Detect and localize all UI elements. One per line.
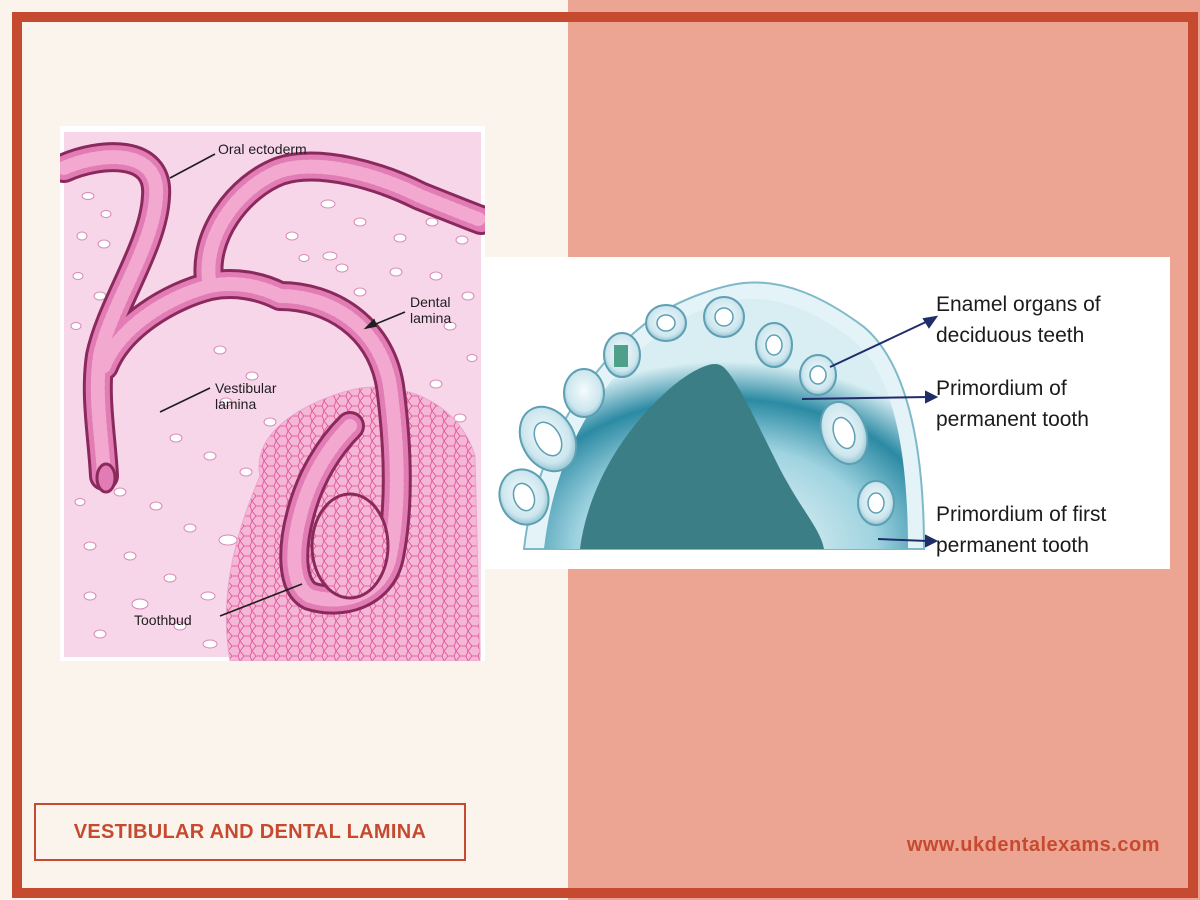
palate bbox=[580, 363, 824, 549]
vestibular-lamina-tip bbox=[95, 462, 117, 494]
tooth-cores bbox=[512, 307, 885, 514]
label-enamel-organs: Enamel organs of deciduous teeth bbox=[936, 293, 1101, 347]
outer-frame bbox=[12, 12, 1198, 898]
tooth-highlight bbox=[614, 345, 628, 367]
tooth-bud bbox=[310, 492, 390, 600]
arch-leader-arrows bbox=[801, 315, 939, 548]
label-vestibular-lamina: Vestibular lamina bbox=[215, 380, 277, 412]
dental-arch-illustration bbox=[498, 281, 939, 550]
dental-arch-figure: Enamel organs of deciduous teeth Primord… bbox=[484, 257, 1170, 569]
website-link[interactable]: www.ukdentalexams.com bbox=[906, 834, 1160, 856]
label-toothbud: Toothbud bbox=[134, 612, 192, 628]
histology-leader-lines bbox=[159, 153, 406, 617]
label-oral-ectoderm: Oral ectoderm bbox=[218, 141, 307, 157]
histology-illustration bbox=[60, 132, 485, 661]
label-primordium-permanent: Primordium of permanent tooth bbox=[936, 377, 1089, 431]
epithelial-laminae bbox=[60, 142, 485, 615]
page-title: VESTIBULAR AND DENTAL LAMINA bbox=[34, 803, 466, 861]
histology-figure: Oral ectoderm Dental lamina Vestibular l… bbox=[60, 126, 485, 661]
label-primordium-first: Primordium of first permanent tooth bbox=[936, 503, 1107, 557]
label-dental-lamina: Dental lamina bbox=[410, 294, 452, 326]
